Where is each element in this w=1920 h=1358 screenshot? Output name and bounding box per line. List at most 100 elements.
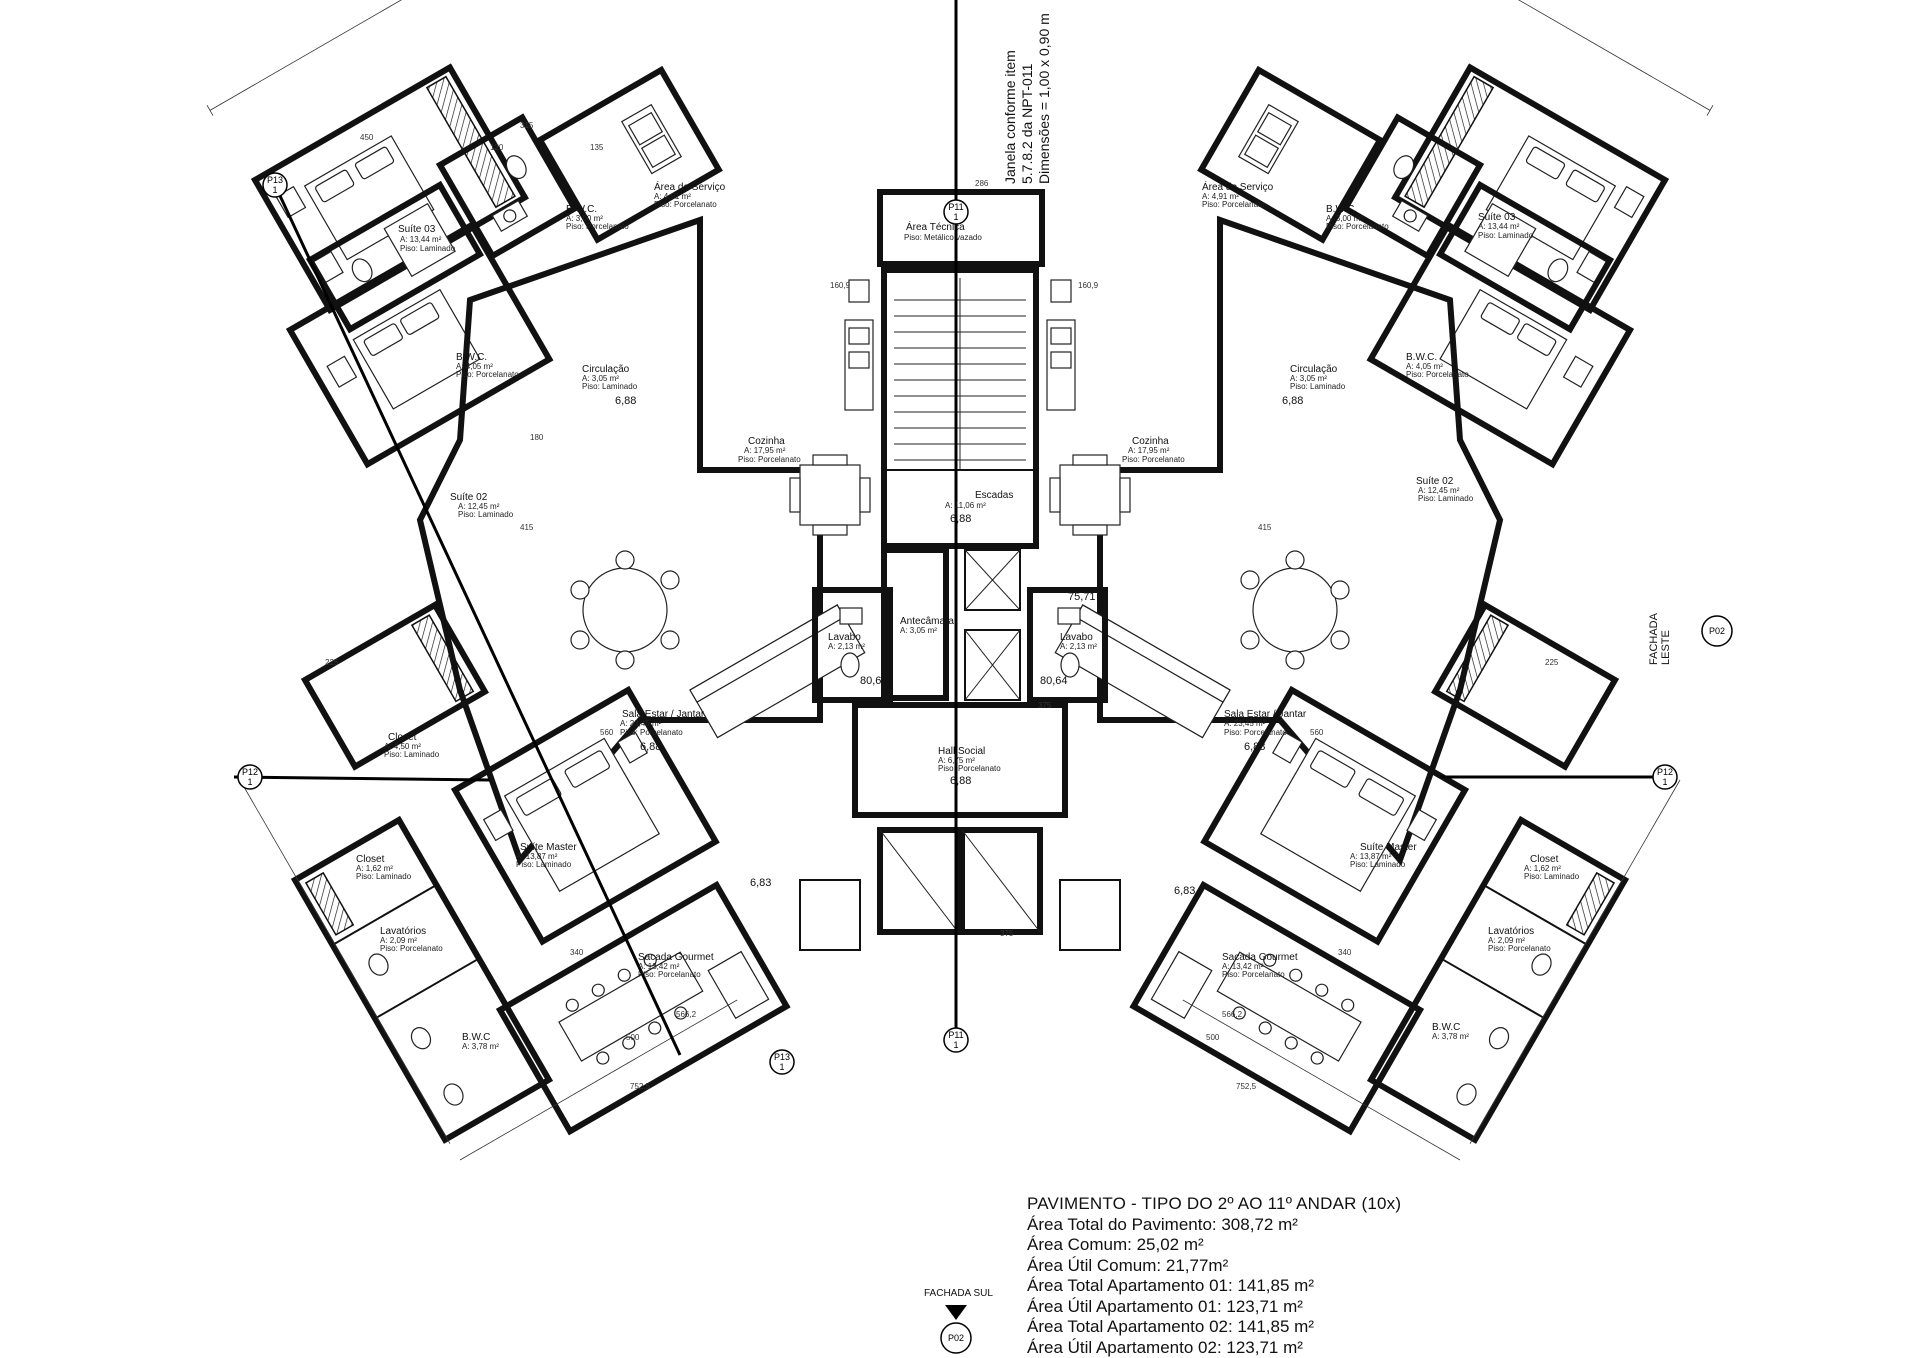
svg-text:Circulação: Circulação	[1290, 364, 1338, 375]
svg-text:6,88: 6,88	[615, 395, 636, 407]
svg-text:A: 17,95 m²: A: 17,95 m²	[1128, 446, 1170, 455]
svg-text:6,83: 6,83	[1174, 885, 1195, 897]
svg-text:A: 13,87 m²: A: 13,87 m²	[1350, 852, 1392, 861]
svg-text:Closet: Closet	[356, 854, 385, 865]
svg-text:Piso: Laminado: Piso: Laminado	[582, 382, 638, 391]
svg-text:Piso: Laminado: Piso: Laminado	[400, 244, 456, 253]
svg-text:P02: P02	[1709, 626, 1725, 636]
svg-text:160,9: 160,9	[1078, 281, 1099, 290]
svg-text:180: 180	[530, 433, 544, 442]
svg-text:415: 415	[520, 523, 534, 532]
marker-p11-top[interactable]: P11 1	[943, 199, 969, 225]
section-cut-p13	[273, 184, 682, 1056]
svg-text:Sala Estar / Jantar: Sala Estar / Jantar	[1224, 709, 1307, 720]
svg-text:Área de Serviço: Área de Serviço	[1202, 180, 1274, 193]
floor-info-line: Área Útil Apartamento 01: 123,71 m²	[1027, 1296, 1303, 1316]
svg-text:A: 17,95 m²: A: 17,95 m²	[744, 446, 786, 455]
svg-text:Suíte 02: Suíte 02	[450, 492, 488, 503]
svg-text:6,88: 6,88	[1244, 741, 1265, 753]
svg-text:A: 23,45 m²: A: 23,45 m²	[1224, 719, 1266, 728]
svg-text:A: 4,50 m²: A: 4,50 m²	[384, 742, 421, 751]
svg-text:A: 13,44 m²: A: 13,44 m²	[1478, 222, 1520, 231]
svg-text:A: 13,42 m²: A: 13,42 m²	[1222, 962, 1264, 971]
svg-text:6,88: 6,88	[950, 513, 971, 525]
svg-text:135: 135	[590, 143, 604, 152]
svg-text:340: 340	[570, 948, 584, 957]
floor-info-line: Área Útil Comum: 21,77m²	[1027, 1255, 1229, 1275]
apartment-01	[207, 0, 890, 1160]
svg-text:A: 3,05 m²: A: 3,05 m²	[1290, 374, 1327, 383]
marker-p12-left[interactable]: P12 1	[237, 764, 263, 790]
svg-text:375: 375	[1000, 929, 1014, 938]
facade-east-label: FACHADA LESTE	[1648, 613, 1672, 665]
svg-text:1: 1	[1662, 777, 1667, 787]
svg-text:340: 340	[1338, 948, 1352, 957]
svg-text:Piso: Porcelanato: Piso: Porcelanato	[380, 944, 443, 953]
facade-south-arrow	[945, 1305, 967, 1320]
svg-text:560: 560	[600, 728, 614, 737]
svg-text:Suíte Master: Suíte Master	[1360, 842, 1417, 853]
svg-text:B.W.C.: B.W.C.	[1406, 352, 1437, 363]
svg-text:566,2: 566,2	[1222, 1010, 1243, 1019]
svg-text:Área de Serviço: Área de Serviço	[654, 180, 726, 193]
svg-text:375: 375	[1038, 701, 1052, 710]
svg-text:80,64: 80,64	[860, 675, 888, 687]
svg-text:Hall Social: Hall Social	[938, 746, 985, 757]
svg-text:Cozinha: Cozinha	[1132, 436, 1169, 447]
svg-text:Piso: Laminado: Piso: Laminado	[384, 750, 440, 759]
svg-text:1: 1	[272, 185, 277, 195]
svg-text:Piso: Porcelanato: Piso: Porcelanato	[1222, 970, 1285, 979]
marker-p11-bottom[interactable]: P11 1	[943, 1027, 969, 1053]
svg-text:315: 315	[520, 121, 534, 130]
svg-text:Sacada Gourmet: Sacada Gourmet	[1222, 952, 1298, 963]
apartment-02	[1030, 0, 1713, 1160]
marker-p13-bottom[interactable]: P13 1	[769, 1049, 795, 1075]
svg-text:Área Técnica: Área Técnica	[906, 220, 965, 233]
svg-text:Sacada Gourmet: Sacada Gourmet	[638, 952, 714, 963]
svg-text:Piso: Laminado: Piso: Laminado	[458, 510, 514, 519]
svg-text:B.W.C.: B.W.C.	[456, 352, 487, 363]
svg-text:566,2: 566,2	[676, 1010, 697, 1019]
svg-text:Piso: Porcelanato: Piso: Porcelanato	[456, 370, 519, 379]
svg-text:Piso: Laminado: Piso: Laminado	[516, 860, 572, 869]
svg-text:286: 286	[975, 179, 989, 188]
svg-text:Piso: Laminado: Piso: Laminado	[1478, 231, 1534, 240]
svg-text:6,88: 6,88	[950, 775, 971, 787]
floor-info-line: Área Total Apartamento 02: 141,85 m²	[1027, 1317, 1314, 1336]
svg-text:A: 3,05 m²: A: 3,05 m²	[582, 374, 619, 383]
floor-info-title: PAVIMENTO - TIPO DO 2º AO 11º ANDAR (10x…	[1027, 1194, 1402, 1213]
svg-text:A: 11,06 m²: A: 11,06 m²	[945, 501, 986, 510]
svg-text:B.W.C.: B.W.C.	[1326, 204, 1357, 215]
marker-p02-east[interactable]: P02	[1701, 615, 1733, 647]
svg-text:Circulação: Circulação	[582, 364, 630, 375]
svg-text:Piso: Laminado: Piso: Laminado	[1524, 872, 1580, 881]
svg-text:B.W.C.: B.W.C.	[566, 204, 597, 215]
svg-text:Antecâmara: Antecâmara	[900, 616, 954, 627]
svg-text:A: 6,75 m²: A: 6,75 m²	[938, 756, 975, 765]
svg-text:Closet: Closet	[388, 732, 417, 743]
svg-text:A: 13,42 m²: A: 13,42 m²	[638, 962, 680, 971]
svg-text:A: 12,45 m²: A: 12,45 m²	[1418, 486, 1460, 495]
svg-text:Piso: Porcelanato: Piso: Porcelanato	[1122, 455, 1185, 464]
svg-text:Piso: Porcelanato: Piso: Porcelanato	[620, 728, 683, 737]
svg-text:A: 4,05 m²: A: 4,05 m²	[1406, 362, 1443, 371]
svg-text:P12: P12	[242, 767, 258, 777]
marker-p12-right[interactable]: P12 1	[1652, 764, 1678, 790]
svg-text:Piso: Porcelanato: Piso: Porcelanato	[938, 764, 1001, 773]
svg-text:P12: P12	[1657, 767, 1673, 777]
floor-info: PAVIMENTO - TIPO DO 2º AO 11º ANDAR (10x…	[1027, 1194, 1447, 1358]
svg-text:P11: P11	[948, 202, 963, 212]
svg-text:A: 1,62 m²: A: 1,62 m²	[1524, 864, 1561, 873]
svg-text:B.W.C: B.W.C	[1432, 1022, 1460, 1033]
svg-text:6,83: 6,83	[750, 877, 771, 889]
svg-text:Lavabo: Lavabo	[1060, 632, 1093, 643]
svg-text:A: 2,09 m²: A: 2,09 m²	[1488, 936, 1525, 945]
marker-p13-top[interactable]: P13 1	[262, 172, 288, 198]
room-labels-left: Suíte 03 A: 13,44 m² Piso: Laminado B.W.…	[356, 180, 888, 1051]
svg-text:P13: P13	[267, 175, 283, 185]
svg-text:Piso: Laminado: Piso: Laminado	[1350, 860, 1406, 869]
svg-text:P11: P11	[948, 1030, 963, 1040]
marker-p02-south[interactable]: P02	[940, 1322, 972, 1354]
svg-text:Piso: Porcelanato: Piso: Porcelanato	[638, 970, 701, 979]
